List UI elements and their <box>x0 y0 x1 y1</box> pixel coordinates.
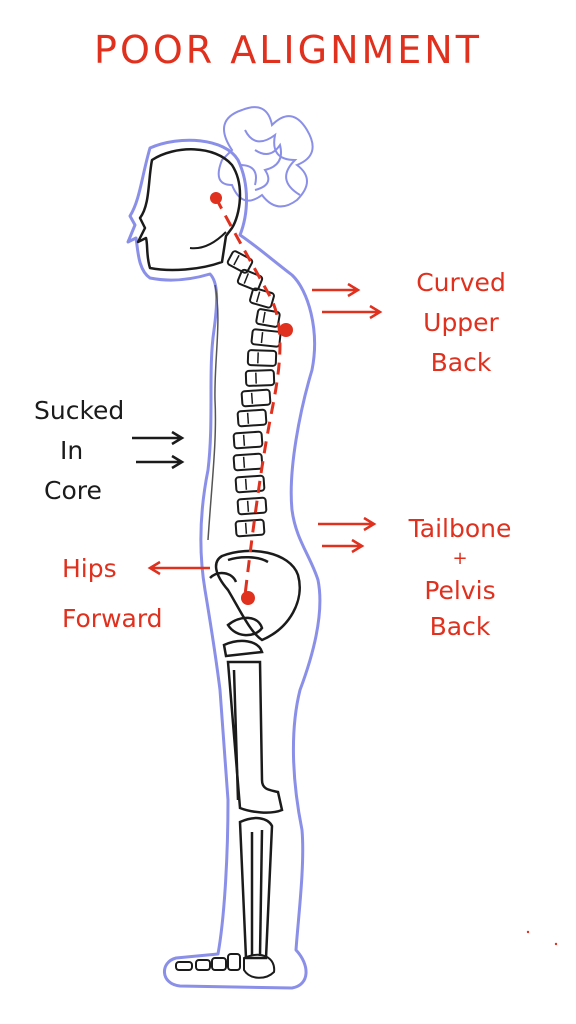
curved-upper-back-arrows <box>312 282 383 320</box>
label-line: Back <box>429 612 491 641</box>
label-line: Forward <box>62 604 163 633</box>
label-line: Hips <box>62 554 117 583</box>
ear-dot <box>210 192 222 204</box>
vertebra <box>250 328 282 348</box>
vertebra-detail <box>233 254 240 266</box>
label-line: Core <box>44 476 102 505</box>
label-line: Curved <box>416 268 506 297</box>
label-line: Sucked <box>34 396 125 425</box>
lower-leg-bones <box>238 816 274 960</box>
vertebra-detail <box>244 522 248 534</box>
vertebra <box>234 474 266 494</box>
vertebra <box>234 518 266 538</box>
page-title: POOR ALIGNMENT <box>94 28 482 72</box>
vertebra <box>232 430 264 450</box>
jaw-line <box>189 231 227 250</box>
vertebra-detail <box>242 434 246 446</box>
vertebra-detail <box>250 392 254 404</box>
hip-dot <box>241 591 255 605</box>
vertebra <box>249 287 275 309</box>
vertebra-detail <box>243 273 250 284</box>
hips-forward-arrow <box>147 560 210 576</box>
stray-dot <box>554 942 558 946</box>
label-line: In <box>60 436 84 465</box>
vertebra <box>244 369 276 387</box>
vertebra <box>255 308 281 328</box>
vertebra-detail <box>246 500 250 512</box>
foot-bones <box>175 953 276 979</box>
spine <box>226 250 282 538</box>
label-line: Tailbone <box>408 514 512 543</box>
label-line: Upper <box>423 308 499 337</box>
vertebra <box>236 268 264 292</box>
vertebra-detail <box>242 456 246 468</box>
alignment-line <box>214 197 282 596</box>
label-line: Back <box>430 348 492 377</box>
body-outline <box>126 138 322 990</box>
label-line: Pelvis <box>424 576 496 605</box>
vertebra-detail <box>260 332 264 344</box>
vertebra-detail <box>255 291 261 303</box>
pelvis <box>209 549 301 642</box>
vertebra <box>232 452 264 472</box>
tailbone-pelvis-arrows <box>318 516 377 554</box>
vertebra <box>246 349 278 367</box>
upper-back-dot <box>279 323 293 337</box>
sucked-in-core-arrows <box>132 430 185 470</box>
vertebra-detail <box>244 478 248 490</box>
vertebra <box>236 496 268 516</box>
vertebra <box>226 250 254 274</box>
thigh-bones <box>222 616 284 814</box>
label-line: + <box>452 548 468 569</box>
hair-bun <box>217 106 314 208</box>
vertebra-detail <box>262 311 266 323</box>
vertebra <box>240 388 272 408</box>
stray-dot <box>526 930 530 934</box>
torso-front-line <box>207 284 219 541</box>
vertebra-detail <box>246 412 250 424</box>
head-outline <box>136 148 242 272</box>
vertebra <box>236 408 268 428</box>
